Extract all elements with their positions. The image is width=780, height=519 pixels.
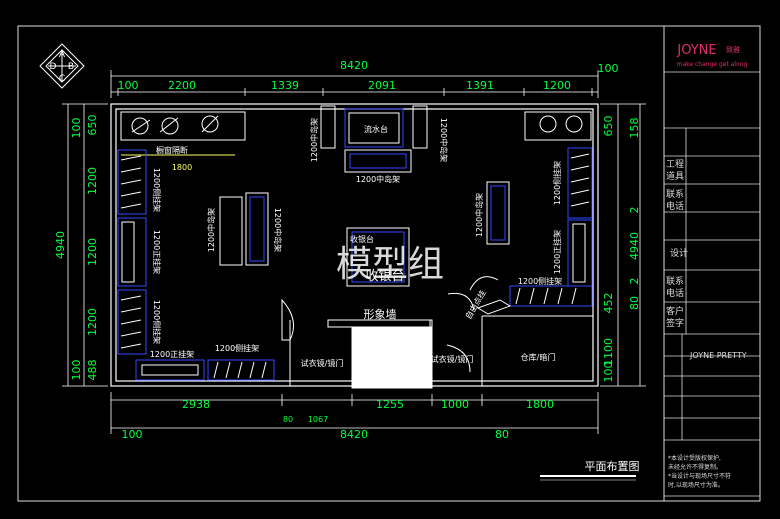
- dim-left-total: 4940: [54, 231, 67, 259]
- bottom-front-rack-label: 1200正挂架: [150, 349, 194, 359]
- dim-left-seg: 1200: [86, 308, 99, 336]
- tb-note: 未经允许不得复制。: [668, 463, 722, 471]
- svg-text:A: A: [59, 50, 66, 60]
- cashier-label: 收银台: [365, 269, 404, 284]
- dim-bottom-small: 1067: [308, 415, 328, 424]
- dim-top-seg: 2091: [368, 79, 396, 92]
- dim-right-seg: 158: [628, 118, 641, 139]
- dim-right-seg: 452: [602, 293, 615, 314]
- left-side-rack-label: 1200侧挂架: [152, 168, 162, 212]
- dim-bottom-total: 8420: [340, 428, 368, 441]
- cashier-counter: [346, 227, 410, 287]
- tb-row: 签字: [666, 317, 684, 329]
- left-wall-racks: [117, 149, 147, 355]
- fitting-room-label: 试衣镜/镜门: [431, 354, 474, 364]
- svg-text:B: B: [68, 62, 74, 72]
- island-top-label: 1200中岛架: [356, 174, 400, 184]
- right-side-rack-label: 1200侧挂架: [552, 161, 562, 205]
- right-side-rack2-label: 1200侧挂架: [518, 276, 562, 286]
- left-dimensions: [62, 103, 108, 387]
- shop-window: [120, 111, 592, 156]
- right-front-rack-label: 1200正挂架: [552, 230, 562, 274]
- fitting-room-label: 试衣镜/镜门: [301, 358, 344, 368]
- dim-bottom-seg: 1255: [376, 398, 404, 411]
- tb-row: 联系: [666, 189, 684, 200]
- dim-left-seg: 1200: [86, 167, 99, 195]
- bottom-dimensions: [110, 392, 599, 434]
- tb-row: 道具: [666, 170, 684, 182]
- dim-right-seg: 2: [628, 207, 641, 214]
- storage-label: 仓库/暗门: [521, 352, 556, 362]
- island-right-label: 1200中岛架: [474, 193, 484, 237]
- dim-right-seg: 80: [628, 296, 641, 310]
- dim-left-seg: 488: [86, 360, 99, 381]
- dim-left-seg: 100: [70, 118, 83, 139]
- compass-icon: A B C D: [39, 43, 85, 89]
- dim-left-seg: 650: [86, 115, 99, 136]
- tb-row: 客户: [666, 305, 684, 317]
- svg-text:D: D: [50, 62, 57, 72]
- island-top-left-label: 1200中岛架: [309, 118, 319, 162]
- dim-bottom-small: 100: [122, 428, 143, 441]
- fitting-area: [281, 292, 593, 389]
- dim-right-total: 4940: [628, 232, 641, 260]
- cashier-small-label: 收银台: [350, 234, 374, 244]
- tb-note: 时,以现场尺寸为准。: [668, 481, 724, 489]
- dim-top-seg: 1339: [271, 79, 299, 92]
- right-wall-racks: [509, 147, 593, 307]
- dim-bottom-seg: 1000: [441, 398, 469, 411]
- top-dimensions: [110, 70, 599, 98]
- brand-logo-cn: 致雅: [726, 45, 740, 54]
- dim-bottom-small: 80: [495, 428, 509, 441]
- brand-logo: JOYNE: [676, 43, 716, 58]
- bottom-left-racks: [135, 359, 275, 381]
- project-name: JOYNE PRETTY: [689, 351, 747, 360]
- tb-row: 设计: [670, 247, 688, 259]
- dim-top-seg: 1391: [466, 79, 494, 92]
- dim-bottom-small: 80: [283, 415, 293, 424]
- window-width-label: 1800: [172, 163, 192, 172]
- dim-left-seg: 100: [70, 360, 83, 381]
- island-right-group: [486, 181, 510, 245]
- bottom-side-rack-label: 1200侧挂架: [215, 343, 259, 353]
- right-dimensions: [600, 103, 646, 387]
- island-left-label2: 1200中岛架: [273, 208, 283, 252]
- free-shelf: [469, 276, 512, 315]
- dim-right-seg: 100: [602, 362, 615, 383]
- tb-note: *本设计受版权保护,: [668, 454, 721, 462]
- island-top-right-label: 1200中岛架: [439, 118, 449, 162]
- tb-row: 联系: [666, 276, 684, 287]
- image-wall-label: 形象墙: [364, 307, 397, 321]
- tb-row: 电话: [666, 200, 684, 212]
- dim-right-seg: 1100: [602, 338, 615, 366]
- dim-right-seg: 2: [628, 278, 641, 285]
- dim-top-seg: 1200: [543, 79, 571, 92]
- island-left-label: 1200中岛架: [206, 208, 216, 252]
- island-left-group: [219, 192, 269, 266]
- dim-bottom-seg: 2938: [182, 398, 210, 411]
- dim-right-seg: 650: [602, 116, 615, 137]
- tb-row: 工程: [666, 159, 684, 170]
- dim-bottom-seg: 1800: [526, 398, 554, 411]
- dim-top-total: 8420: [340, 59, 368, 72]
- left-front-rack-label: 1200正挂架: [152, 230, 162, 274]
- watermark: 模型组: [336, 244, 444, 285]
- center-table-label: 流水台: [364, 124, 388, 134]
- dim-top-seg: 100: [598, 62, 619, 75]
- dim-left-seg: 1200: [86, 238, 99, 266]
- title-block: [664, 71, 760, 497]
- svg-text:平面布置图: 平面布置图: [585, 460, 640, 473]
- brand-slogan: make change get along: [677, 61, 748, 68]
- tb-note: *当设计与现场尺寸不符: [668, 472, 731, 480]
- dim-top-seg: 2200: [168, 79, 196, 92]
- svg-text:C: C: [59, 74, 65, 84]
- dim-top-seg: 100: [118, 79, 139, 92]
- left-side-rack2-label: 1200侧挂架: [152, 300, 162, 344]
- tb-row: 电话: [666, 287, 684, 299]
- window-partition-label: 橱窗隔断: [156, 145, 188, 155]
- drawing-title: 平面布置图: [540, 460, 640, 481]
- island-top-group: [320, 105, 428, 173]
